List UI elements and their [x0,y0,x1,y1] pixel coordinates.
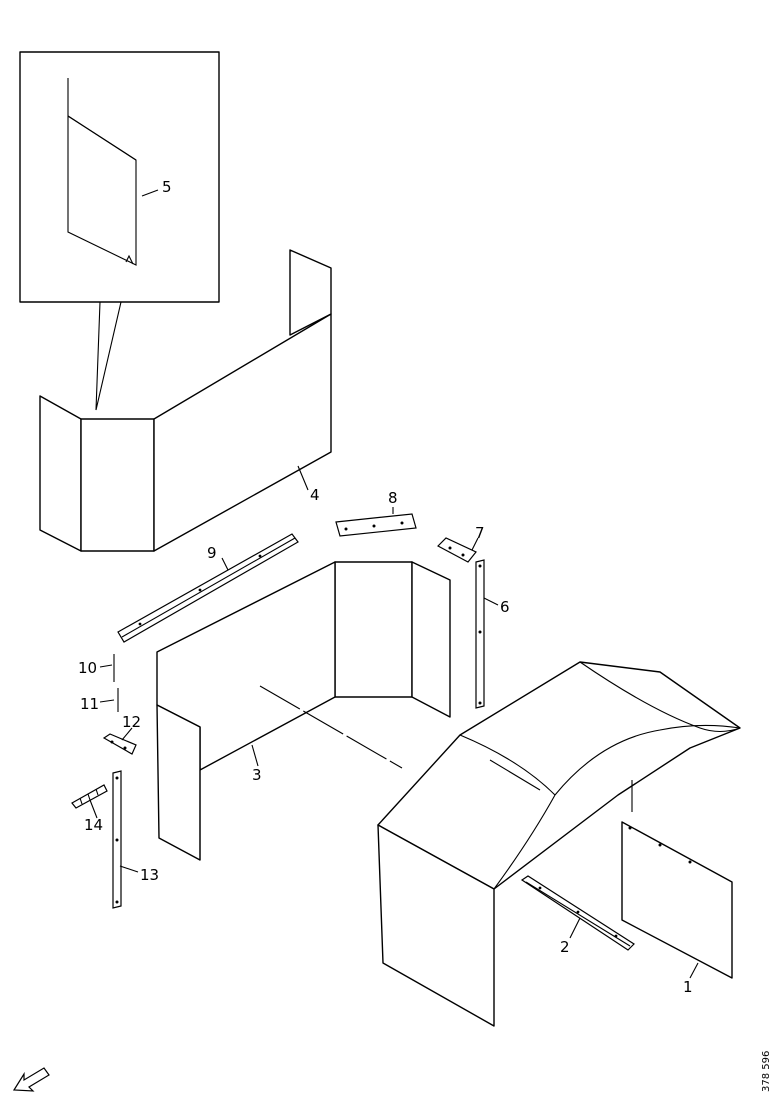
callout-5: 5 [162,178,172,196]
arrow-down-left-icon [12,1067,50,1092]
part-1-fender [377,661,741,1027]
callout-2: 2 [560,938,570,956]
callout-9: 9 [207,544,217,562]
callout-labels: 5 4 8 9 7 6 10 11 12 14 13 3 2 1 [78,178,693,996]
callout-1: 1 [683,978,693,996]
part-2-strip [520,875,635,951]
part-4-upper-panel [39,249,332,552]
callout-8: 8 [388,489,398,507]
detail-inset [19,51,220,411]
callout-12: 12 [122,713,141,731]
parts-10-11-screws [113,654,119,712]
callout-4: 4 [310,486,320,504]
reference-number: 378 596 [761,1051,772,1092]
part-6-bar [475,559,485,709]
detail-inset-frame [19,51,220,303]
part-7-clip [437,537,477,563]
callout-11: 11 [80,695,99,713]
callout-14: 14 [84,816,103,834]
part-12-plate [102,733,137,755]
callout-6: 6 [500,598,510,616]
callout-3: 3 [252,766,262,784]
part-9-rail [117,533,299,643]
callout-10: 10 [78,659,97,677]
part-3-box-shell [156,561,451,861]
part-8-bracket [335,513,417,537]
leader-lines [89,189,699,979]
detail-pointer [95,301,122,411]
callout-7: 7 [475,524,485,542]
part-13-strap [112,770,122,909]
part-14-bolt [71,784,108,809]
callout-13: 13 [140,866,159,884]
